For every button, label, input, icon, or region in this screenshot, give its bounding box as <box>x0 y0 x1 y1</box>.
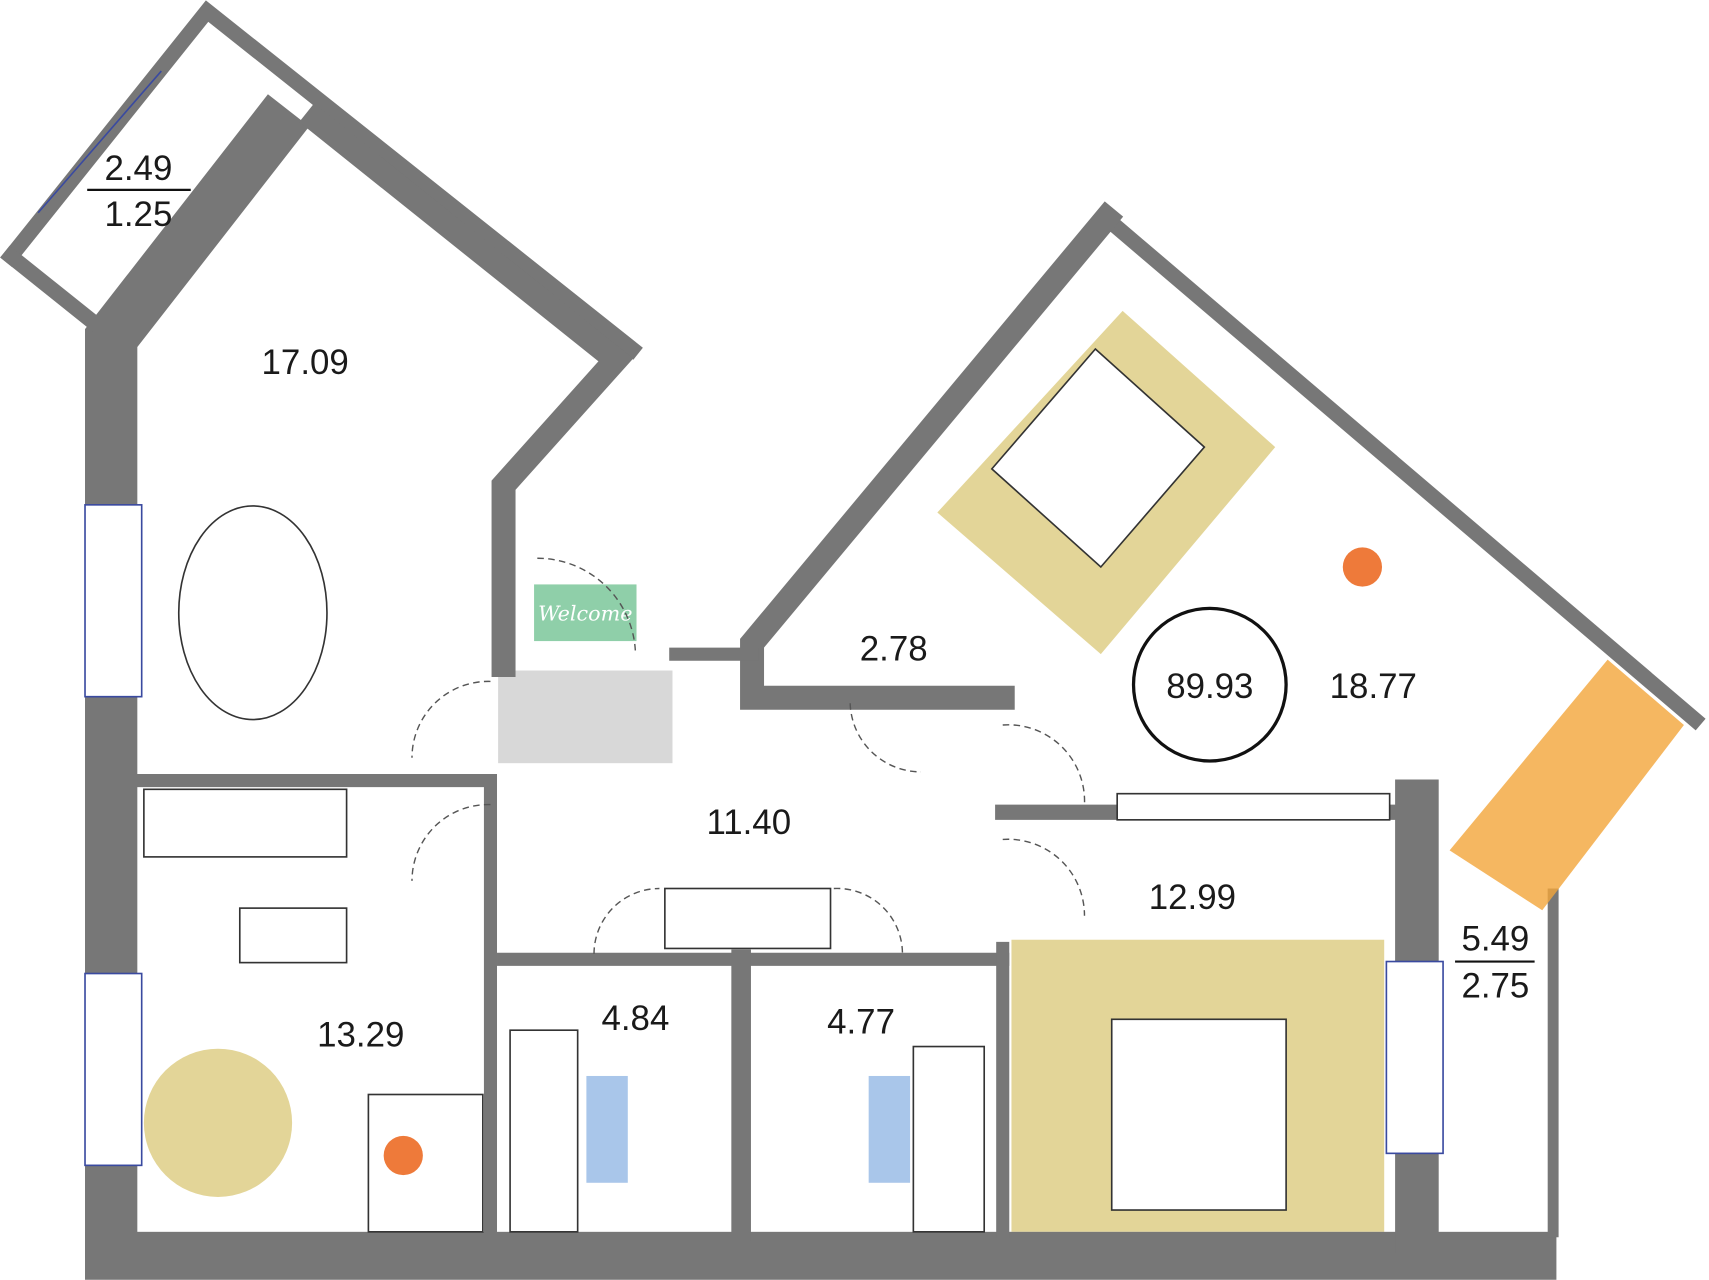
welcome-mat <box>534 584 637 642</box>
balcony-left-total: 2.49 <box>104 149 172 188</box>
window <box>37 70 162 214</box>
balcony-right-reduced: 2.75 <box>1461 966 1529 1005</box>
balcony-deck <box>1449 659 1684 911</box>
window <box>1385 960 1444 1155</box>
room-area-room-3: 13.29 <box>317 1016 404 1055</box>
hall-cabinet <box>664 887 832 950</box>
door-swing <box>593 887 660 954</box>
sofa <box>143 788 348 858</box>
round-rug <box>143 1048 293 1197</box>
total-area-circle <box>1131 606 1288 763</box>
room-area-kitchen: 17.09 <box>262 343 349 382</box>
room-area-bedroom-2: 12.99 <box>1149 878 1236 917</box>
coffee-table <box>238 907 348 964</box>
bath-mat <box>586 1075 628 1183</box>
total-area: 89.93 <box>1166 667 1253 706</box>
welcome-mat-text: Welcome <box>538 601 632 625</box>
balcony-left-reduced: 1.25 <box>104 195 172 234</box>
room-area-wardrobe: 2.78 <box>860 630 928 669</box>
door-swing <box>833 887 904 954</box>
bathtub <box>912 1045 986 1233</box>
dining-table <box>177 505 328 721</box>
bath-mat <box>868 1075 911 1183</box>
window <box>84 972 143 1167</box>
room-area-bathroom-1: 4.84 <box>601 999 669 1038</box>
window <box>84 504 143 698</box>
door-swing <box>849 703 921 773</box>
room-area-bedroom-1: 18.77 <box>1330 667 1417 706</box>
chair <box>383 1135 423 1176</box>
bed <box>990 347 1206 569</box>
room-area-bathroom-2: 4.77 <box>827 1002 895 1041</box>
door-swing <box>411 803 491 881</box>
chair <box>1342 547 1383 587</box>
tv-stand <box>1116 792 1391 821</box>
bed <box>1110 1018 1287 1211</box>
balcony-right-total: 5.49 <box>1461 920 1529 959</box>
door-swing <box>1002 724 1086 805</box>
hall-rug <box>498 670 673 764</box>
door-swing <box>411 680 491 758</box>
room-area-hallway: 11.40 <box>706 803 791 842</box>
door-swing <box>1002 838 1086 916</box>
bathtub <box>509 1029 579 1233</box>
